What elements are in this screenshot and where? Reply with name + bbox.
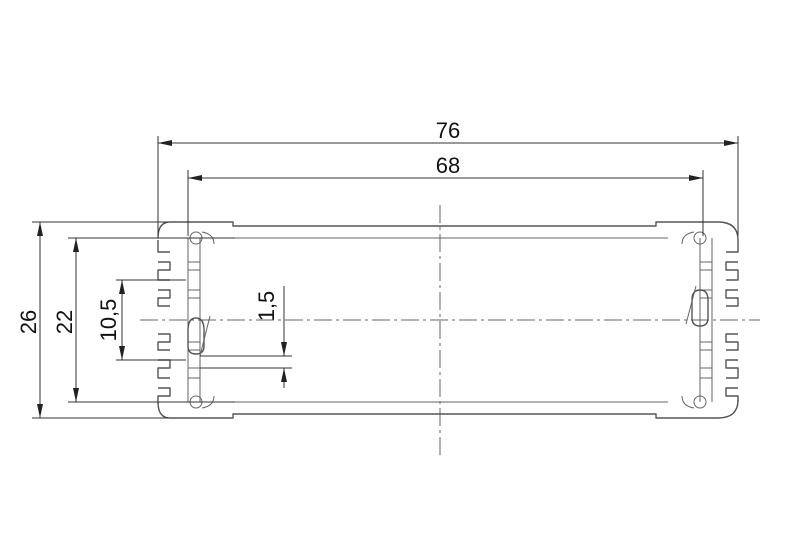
dimension-slot-spacing: 10,5 [96,280,125,360]
right-fins [681,231,739,409]
dimension-inner-height: 22 [52,238,79,402]
wall-thickness-label: 1,5 [254,291,279,322]
dimension-wall-thickness: 1,5 [254,286,287,388]
slot-spacing-label: 10,5 [96,299,121,342]
overall-width-label: 76 [436,118,460,143]
overall-height-label: 26 [16,310,41,334]
extension-lines [32,136,739,419]
inner-height-label: 22 [52,310,77,334]
dimension-overall-width: 76 [158,118,738,146]
dimension-overall-height: 26 [16,222,43,418]
inner-width-label: 68 [436,153,460,178]
profile-outline [157,221,739,419]
dimension-inner-width: 68 [188,153,703,181]
